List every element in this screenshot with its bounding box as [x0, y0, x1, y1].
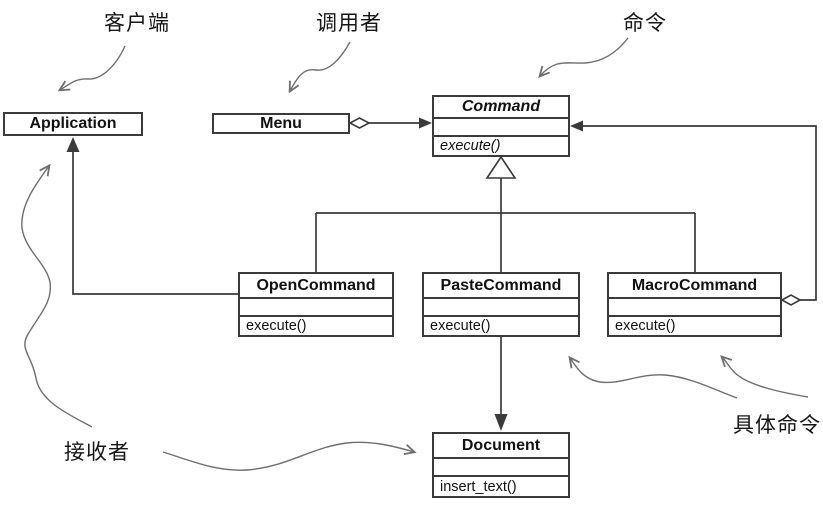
- opencommand-to-application-line: [72, 150, 238, 295]
- inheritance-triangle-icon: [485, 155, 517, 179]
- class-document: Document insert_text(): [432, 432, 570, 498]
- concrete-command-label: 具体命令: [733, 414, 821, 437]
- arrowhead-into-application-icon: [66, 137, 80, 152]
- class-opencommand-name: OpenCommand: [256, 276, 376, 294]
- class-document-name: Document: [461, 436, 541, 454]
- class-opencommand-method: execute(): [240, 315, 392, 335]
- concrete-command-annotation-arrow-left: [570, 358, 738, 399]
- class-menu-name: Menu: [260, 115, 302, 132]
- class-command: Command execute(): [432, 95, 570, 157]
- macrocommand-to-command-loop-line: [582, 125, 817, 301]
- concrete-command-annotation-arrow-right: [722, 357, 809, 398]
- receiver-annotation-arrow-right: [162, 441, 414, 471]
- client-label: 客户端: [104, 12, 170, 35]
- class-pastecommand-method: execute(): [424, 315, 578, 335]
- command-label: 命令: [623, 12, 667, 35]
- receiver-annotation-arrow-up: [21, 166, 93, 428]
- class-command-attributes: [434, 117, 568, 135]
- class-command-name: Command: [461, 98, 541, 115]
- class-opencommand: OpenCommand execute(): [238, 272, 394, 337]
- class-menu: Menu: [212, 113, 350, 134]
- arrowhead-into-command-left-icon: [419, 117, 432, 129]
- class-macrocommand-method: execute(): [609, 315, 780, 335]
- class-macrocommand: MacroCommand execute(): [607, 272, 782, 337]
- class-application: Application: [3, 112, 143, 136]
- command-annotation-arrow: [540, 37, 629, 76]
- class-pastecommand-name: PasteCommand: [440, 276, 562, 294]
- class-application-name: Application: [29, 115, 117, 132]
- class-opencommand-attributes: [240, 297, 392, 315]
- class-document-attributes: [434, 457, 568, 475]
- invoker-annotation-arrow: [290, 41, 351, 91]
- menu-aggregation-diamond-icon: [348, 117, 371, 129]
- arrowhead-into-command-right-icon: [570, 120, 583, 132]
- arrowhead-into-document-icon: [494, 414, 508, 431]
- class-macrocommand-attributes: [609, 297, 780, 315]
- client-annotation-arrow: [60, 45, 126, 90]
- invoker-label: 调用者: [316, 12, 382, 35]
- class-pastecommand-attributes: [424, 297, 578, 315]
- class-command-method: execute(): [434, 135, 568, 155]
- class-document-method: insert_text(): [434, 475, 568, 496]
- class-pastecommand: PasteCommand execute(): [422, 272, 580, 337]
- class-macrocommand-name: MacroCommand: [631, 276, 758, 294]
- macrocommand-aggregation-diamond-icon: [780, 294, 802, 306]
- receiver-label: 接收者: [64, 441, 130, 464]
